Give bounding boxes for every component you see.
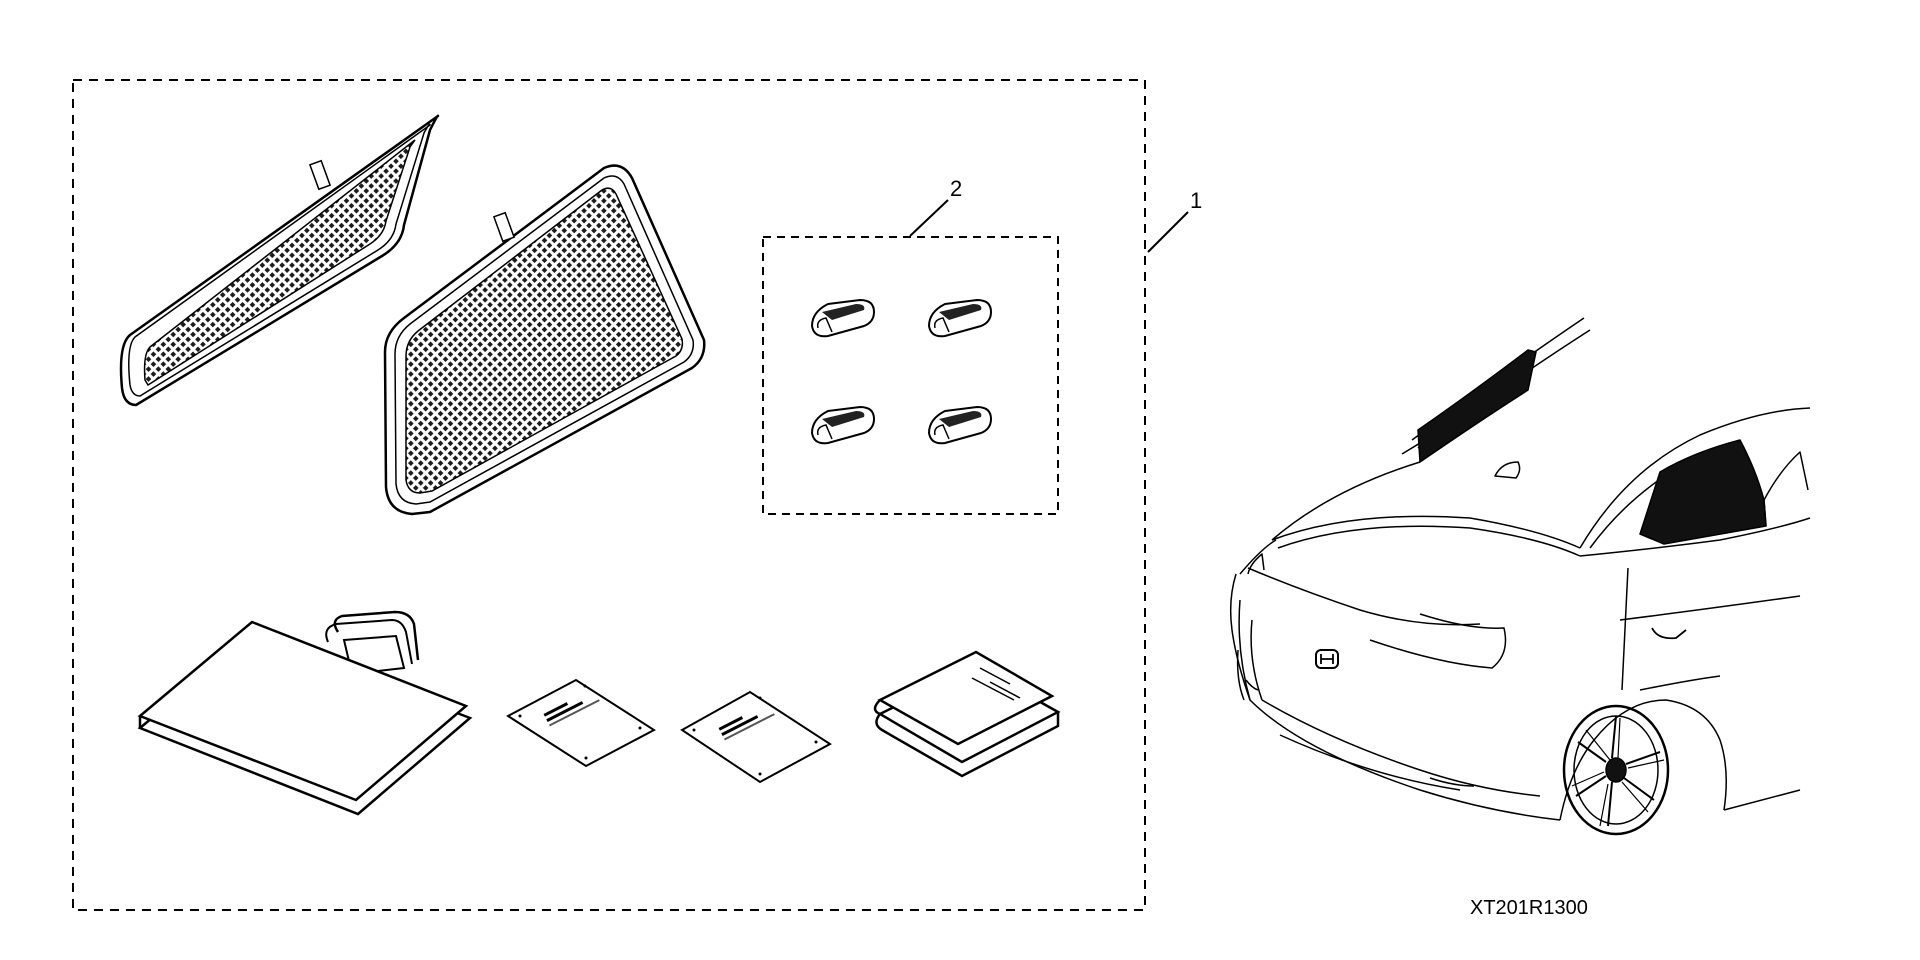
clips-boundary-box bbox=[762, 236, 1059, 515]
kit-boundary-box bbox=[72, 79, 1146, 911]
callout-1-label: 1 bbox=[1190, 188, 1202, 213]
label-sheet-icon bbox=[680, 690, 832, 784]
label-sheet-icon bbox=[506, 678, 656, 768]
instruction-booklet-icon bbox=[873, 650, 1061, 778]
mounting-clip-icon bbox=[927, 405, 993, 445]
mounting-clip-icon bbox=[810, 405, 876, 445]
callout-1: 1 bbox=[1147, 188, 1202, 253]
mounting-clip-icon bbox=[927, 298, 993, 338]
window-shade-small-icon bbox=[119, 114, 440, 407]
storage-bag-icon bbox=[137, 610, 473, 816]
sedan-rear-three-quarter-view-icon bbox=[1229, 317, 1811, 836]
mounting-clip-icon bbox=[810, 298, 876, 338]
part-code-label: XT201R1300 bbox=[1470, 897, 1588, 919]
window-shade-large-icon bbox=[383, 164, 706, 516]
callout-2-label: 2 bbox=[950, 176, 962, 201]
callout-2: 2 bbox=[909, 176, 962, 237]
